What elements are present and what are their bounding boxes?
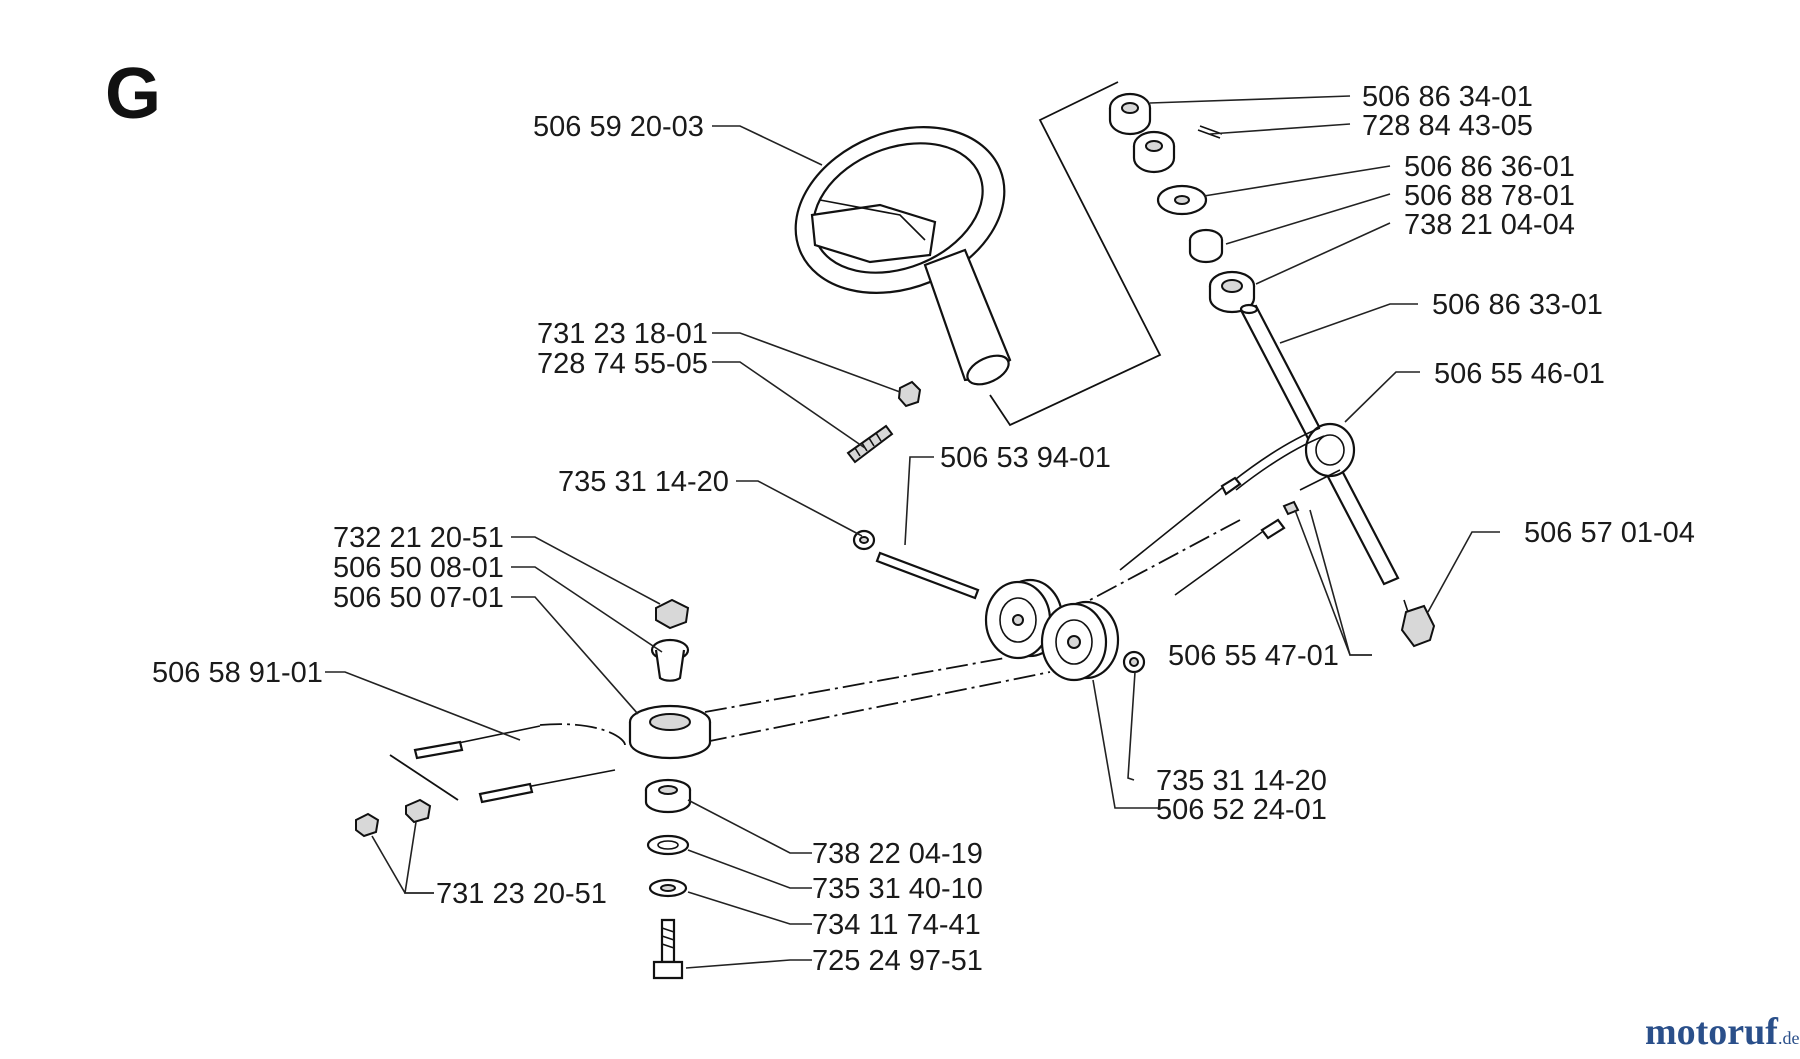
label-506-57-01-04: 506 57 01-04 (1524, 517, 1695, 549)
label-506-59-20-03: 506 59 20-03 (533, 111, 704, 143)
watermark-tld: .de (1777, 1028, 1800, 1048)
cable-nut (355, 812, 380, 838)
label-735-31-40-10: 735 31 40-10 (812, 873, 983, 905)
label-506-86-36-01: 506 86 36-01 (1404, 151, 1575, 183)
tie-rod-lower (1174, 500, 1300, 596)
label-725-24-97-51: 725 24 97-51 (812, 945, 983, 977)
axle-pin (875, 551, 980, 600)
sprocket (1304, 422, 1356, 478)
wheel-bolt (846, 424, 894, 464)
label-735-31-14-20-a: 735 31 14-20 (558, 466, 729, 498)
chain (1231, 427, 1341, 491)
label-731-23-20-51: 731 23 20-51 (436, 878, 607, 910)
spring-washer (646, 834, 690, 856)
pivot-bearing (644, 778, 692, 814)
centre-line-shaft (1089, 519, 1241, 601)
leader-lines (325, 95, 1500, 969)
pivot-nut (655, 598, 690, 630)
label-506-88-78-01: 506 88 78-01 (1404, 180, 1575, 212)
part-number-labels: 506 86 34-01 728 84 43-05 506 86 36-01 5… (152, 81, 1695, 977)
pin-washer (852, 529, 876, 551)
lower-collar (1132, 130, 1176, 174)
label-738-21-04-04: 738 21 04-04 (1404, 209, 1575, 241)
frame-bracket (989, 81, 1162, 427)
label-506-52-24-01: 506 52 24-01 (1156, 794, 1327, 826)
label-506-86-34-01: 506 86 34-01 (1362, 81, 1533, 113)
label-734-11-74-41: 734 11 74-41 (812, 909, 981, 941)
bushing-upper (1188, 228, 1224, 264)
label-506-50-08-01: 506 50 08-01 (333, 552, 504, 584)
cable-spacer (405, 798, 432, 824)
upper-collar (1108, 92, 1152, 136)
section-letter: G (105, 54, 161, 134)
cable-bracket (389, 754, 459, 801)
pulley-front (1040, 600, 1120, 682)
label-732-21-20-51: 732 21 20-51 (333, 522, 504, 554)
cable-upper (413, 725, 541, 760)
label-506-50-07-01: 506 50 07-01 (333, 582, 504, 614)
centre-line-lower (704, 671, 1051, 743)
label-735-31-14-20-b: 735 31 14-20 (1156, 765, 1327, 797)
pivot-bearing-housing (628, 704, 712, 760)
label-731-23-18-01: 731 23 18-01 (537, 318, 708, 350)
pulley-rear (984, 578, 1064, 660)
label-738-22-04-19: 738 22 04-19 (812, 838, 983, 870)
centre-line-upper (704, 657, 1006, 713)
label-728-84-43-05: 728 84 43-05 (1362, 110, 1533, 142)
set-screw (1197, 125, 1223, 139)
label-728-74-55-05: 728 74 55-05 (537, 348, 708, 380)
label-506-58-91-01: 506 58 91-01 (152, 657, 323, 689)
wheel-nut (897, 380, 922, 408)
label-506-53-94-01: 506 53 94-01 (940, 442, 1111, 474)
flat-washer (648, 878, 688, 898)
watermark-name: motoruf (1645, 1011, 1778, 1053)
cable-lower (478, 769, 616, 804)
centre-line-cable (539, 723, 626, 746)
tie-rod-upper (1119, 476, 1242, 571)
steering-wheel (794, 126, 1012, 386)
shaft-bolt (1400, 599, 1436, 648)
pulley-washer (1122, 650, 1146, 674)
label-506-55-46-01: 506 55 46-01 (1434, 358, 1605, 390)
watermark-logo: motoruf.de (1645, 1010, 1799, 1054)
label-506-55-47-01: 506 55 47-01 (1168, 640, 1339, 672)
label-506-86-33-01: 506 86 33-01 (1432, 289, 1603, 321)
pivot-bolt (652, 918, 684, 980)
pivot-bushing (650, 638, 690, 682)
washer-upper (1156, 184, 1208, 216)
